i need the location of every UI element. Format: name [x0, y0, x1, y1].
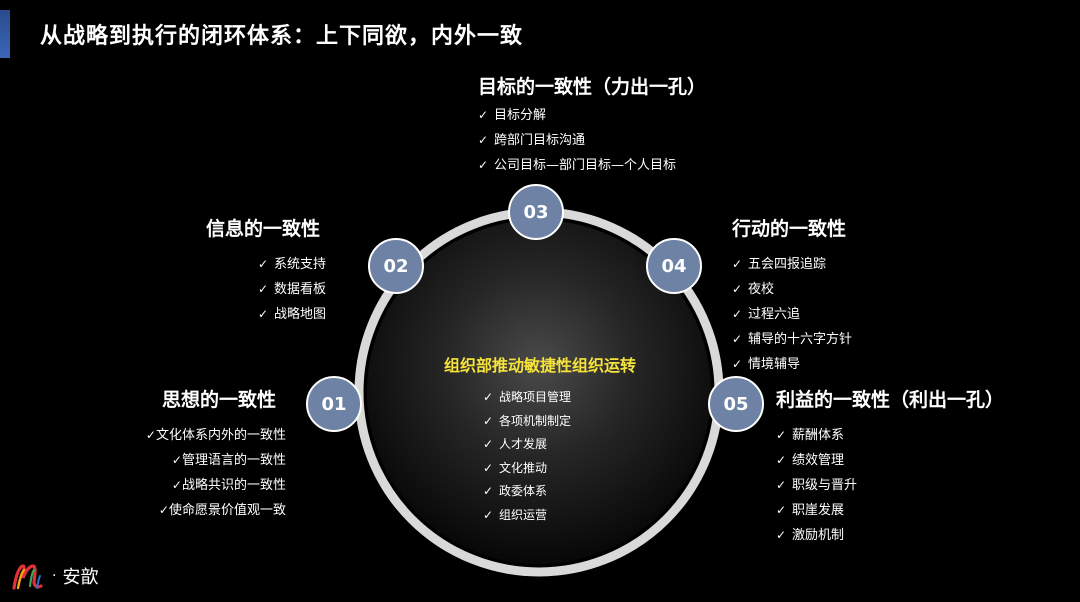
- check-icon: ✓: [732, 282, 743, 296]
- inner-disc: [367, 220, 711, 564]
- list-item: ✓各项机制制定: [483, 410, 571, 434]
- list-item: ✓辅导的十六字方针: [732, 327, 852, 352]
- check-icon: ✓: [483, 507, 494, 522]
- logo-text: 安歆: [62, 567, 99, 588]
- node-02: 02: [368, 238, 424, 294]
- check-icon: ✓: [258, 282, 269, 296]
- list-item: ✓文化推动: [483, 457, 571, 481]
- group-04-title: 行动的一致性: [732, 218, 847, 240]
- list-item: ✓文化体系内外的一致性: [100, 423, 286, 448]
- list-item: ✓情境辅导: [732, 352, 852, 377]
- list-item: ✓战略项目管理: [483, 386, 571, 410]
- list-item: ✓政委体系: [483, 480, 571, 504]
- list-item: ✓数据看板: [258, 277, 326, 302]
- check-icon: ✓: [483, 437, 494, 451]
- group-05-list: ✓薪酬体系 ✓绩效管理 ✓职级与晋升 ✓职崖发展 ✓激励机制: [776, 423, 857, 548]
- group-01-list: ✓文化体系内外的一致性 ✓管理语言的一致性 ✓战略共识的一致性 ✓使命愿景价值观…: [100, 423, 286, 523]
- list-item: ✓职崖发展: [776, 498, 857, 523]
- check-icon: ✓: [158, 503, 169, 517]
- list-item: ✓目标分解: [478, 103, 676, 128]
- list-item: ✓战略共识的一致性: [100, 473, 286, 498]
- group-01-title: 思想的一致性: [162, 389, 277, 411]
- list-item: ✓夜校: [732, 277, 852, 302]
- node-01: 01: [306, 376, 362, 432]
- list-item: ✓激励机制: [776, 523, 857, 548]
- check-icon: ✓: [776, 428, 787, 442]
- check-icon: ✓: [478, 108, 489, 122]
- check-icon: ✓: [145, 428, 156, 442]
- check-icon: ✓: [258, 307, 269, 321]
- title-accent-bar: [0, 10, 10, 58]
- group-02-list: ✓系统支持 ✓数据看板 ✓战略地图: [258, 252, 326, 327]
- list-item: ✓绩效管理: [776, 448, 857, 473]
- check-icon: ✓: [478, 158, 489, 172]
- brand-logo: · 安歆: [10, 558, 98, 594]
- list-item: ✓战略地图: [258, 302, 326, 327]
- list-item: ✓使命愿景价值观一致: [100, 498, 286, 523]
- list-item: ✓公司目标—部门目标—个人目标: [478, 153, 676, 178]
- list-item: ✓管理语言的一致性: [100, 448, 286, 473]
- check-icon: ✓: [258, 257, 269, 271]
- check-icon: ✓: [483, 390, 494, 404]
- check-icon: ✓: [478, 133, 489, 147]
- check-icon: ✓: [732, 307, 743, 321]
- group-05-title: 利益的一致性（利出一孔）: [776, 389, 1005, 411]
- group-04-list: ✓五会四报追踪 ✓夜校 ✓过程六追 ✓辅导的十六字方针 ✓情境辅导: [732, 252, 852, 377]
- logo-dot: ·: [52, 568, 57, 584]
- group-03-title: 目标的一致性（力出一孔）: [478, 76, 707, 98]
- list-item: ✓组织运营: [483, 504, 571, 528]
- check-icon: ✓: [732, 357, 743, 371]
- list-item: ✓过程六追: [732, 302, 852, 327]
- list-item: ✓人才发展: [483, 433, 571, 457]
- check-icon: ✓: [483, 413, 494, 428]
- check-icon: ✓: [776, 503, 787, 517]
- check-icon: ✓: [483, 484, 494, 498]
- check-icon: ✓: [171, 478, 182, 492]
- list-item: ✓薪酬体系: [776, 423, 857, 448]
- check-icon: ✓: [776, 453, 787, 467]
- node-05: 05: [708, 376, 764, 432]
- check-icon: ✓: [776, 478, 787, 492]
- check-icon: ✓: [732, 332, 743, 346]
- check-icon: ✓: [483, 460, 494, 475]
- group-02-title: 信息的一致性: [206, 218, 321, 240]
- node-03: 03: [508, 184, 564, 240]
- list-item: ✓跨部门目标沟通: [478, 128, 676, 153]
- check-icon: ✓: [732, 257, 743, 271]
- center-title: 组织部推动敏捷性组织运转: [443, 356, 636, 375]
- center-list: ✓战略项目管理 ✓各项机制制定 ✓人才发展 ✓文化推动 ✓政委体系 ✓组织运营: [483, 386, 571, 527]
- list-item: ✓五会四报追踪: [732, 252, 852, 277]
- brand-mark-icon: [12, 564, 43, 590]
- check-icon: ✓: [171, 453, 182, 467]
- check-icon: ✓: [776, 528, 787, 542]
- list-item: ✓系统支持: [258, 252, 326, 277]
- node-04: 04: [646, 238, 702, 294]
- group-03-list: ✓目标分解 ✓跨部门目标沟通 ✓公司目标—部门目标—个人目标: [478, 103, 676, 178]
- list-item: ✓职级与晋升: [776, 473, 857, 498]
- page-title: 从战略到执行的闭环体系：上下同欲，内外一致: [40, 24, 524, 49]
